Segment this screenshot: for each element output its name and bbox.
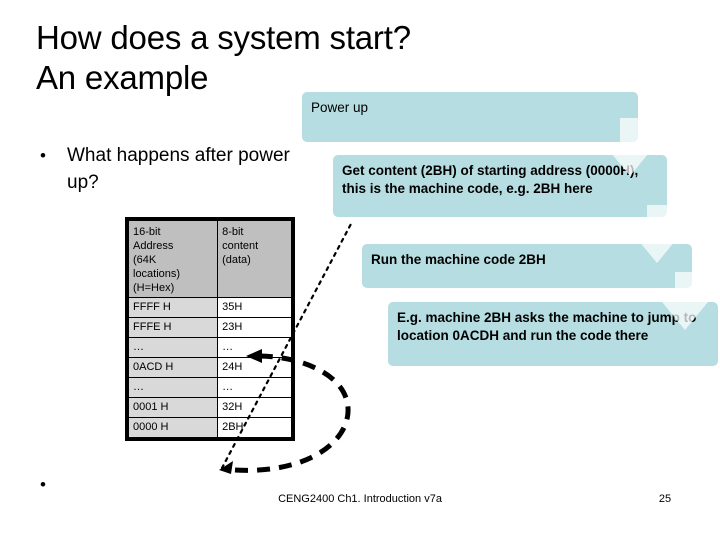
bullet-marker: • xyxy=(40,475,46,494)
cell-content: 24H xyxy=(217,357,292,378)
callout-run-code: Run the machine code 2BH xyxy=(362,244,692,288)
cell-content: 2BH xyxy=(217,417,292,438)
hdr-line: locations) xyxy=(133,268,181,280)
hdr-line: 16-bit xyxy=(133,226,161,238)
cell-address: FFFF H xyxy=(127,297,219,318)
table-row: FFFE H 23H xyxy=(127,317,292,338)
cell-address: 0000 H xyxy=(127,417,219,438)
cell-address: FFFE H xyxy=(127,317,219,338)
table-row: 0ACD H 24H xyxy=(127,357,292,378)
cell-address: … xyxy=(127,337,219,358)
cell-content: … xyxy=(217,377,292,398)
cell-content: … xyxy=(217,337,292,358)
down-arrow-icon xyxy=(662,272,708,330)
page-title: How does a system start? An example xyxy=(36,19,411,96)
memory-map-table: 16-bit Address (64K locations) (H=Hex) 8… xyxy=(125,217,295,441)
bullet-item-2: • xyxy=(40,474,240,496)
cell-address: 0ACD H xyxy=(127,357,219,378)
hdr-line: Address xyxy=(133,240,174,252)
cell-address: 0001 H xyxy=(127,397,219,418)
callout-get-content: Get content (2BH) of starting address (0… xyxy=(333,155,667,217)
hdr-line: (H=Hex) xyxy=(133,282,175,294)
cell-content: 32H xyxy=(217,397,292,418)
callout-power-up: Power up xyxy=(302,92,638,142)
bullet-text: What happens after power up? xyxy=(67,145,290,193)
table-row: … … xyxy=(127,377,292,398)
cell-content: 23H xyxy=(217,317,292,338)
table-row: FFFF H 35H xyxy=(127,297,292,318)
hdr-line: 8-bit xyxy=(222,226,244,238)
bullet-item-1: • What happens after power up? xyxy=(40,142,310,196)
bullet-marker: • xyxy=(40,146,46,165)
callout-jump-example: E.g. machine 2BH asks the machine to jum… xyxy=(388,302,718,366)
footer-title: CENG2400 Ch1. Introduction v7a xyxy=(278,493,442,505)
hdr-line: content xyxy=(222,240,259,252)
table-header-row: 16-bit Address (64K locations) (H=Hex) 8… xyxy=(127,220,292,298)
table-row: 0001 H 32H xyxy=(127,397,292,418)
table-row: … … xyxy=(127,337,292,358)
hdr-line: (data) xyxy=(222,254,251,266)
page-number: 25 xyxy=(658,493,672,505)
hdr-line: (64K xyxy=(133,254,157,266)
dotted-arrowhead xyxy=(219,461,233,474)
down-arrow-icon xyxy=(634,205,680,263)
table-header-address: 16-bit Address (64K locations) (H=Hex) xyxy=(127,220,219,298)
table-header-content: 8-bit content (data) xyxy=(217,220,292,298)
cell-address: … xyxy=(127,377,219,398)
down-arrow-icon xyxy=(607,118,653,176)
cell-content: 35H xyxy=(217,297,292,318)
table-row: 0000 H 2BH xyxy=(127,417,292,438)
